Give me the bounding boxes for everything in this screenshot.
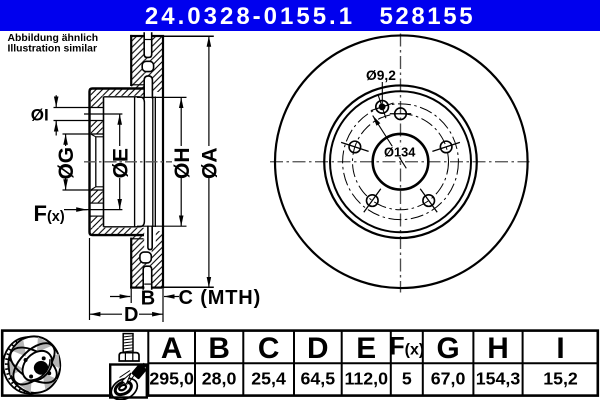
svg-text:ØA: ØA — [199, 147, 222, 179]
svg-text:B: B — [208, 332, 230, 365]
svg-text:28,0: 28,0 — [202, 368, 237, 388]
svg-text:Abbildung ähnlich: Abbildung ähnlich — [8, 33, 99, 44]
svg-text:24.0328-0155.1: 24.0328-0155.1 — [145, 3, 355, 30]
svg-text:E: E — [356, 332, 376, 365]
svg-text:528155: 528155 — [379, 3, 475, 30]
svg-text:64,5: 64,5 — [300, 368, 335, 388]
svg-text:I: I — [556, 332, 564, 365]
svg-text:C: C — [258, 332, 280, 365]
svg-text:A: A — [161, 332, 183, 365]
svg-text:112,0: 112,0 — [344, 368, 388, 388]
svg-text:67,0: 67,0 — [431, 368, 466, 388]
svg-text:15,2: 15,2 — [543, 368, 578, 388]
svg-text:C (MTH): C (MTH) — [179, 287, 262, 309]
svg-text:ØI: ØI — [31, 106, 49, 125]
svg-text:154,3: 154,3 — [476, 368, 521, 388]
svg-text:Ø134: Ø134 — [384, 144, 416, 159]
svg-text:ØH: ØH — [171, 147, 194, 179]
svg-text:D: D — [124, 304, 138, 326]
svg-text:ØG: ØG — [55, 147, 78, 180]
svg-text:G: G — [437, 332, 460, 365]
svg-text:Illustration similar: Illustration similar — [8, 44, 98, 55]
svg-text:ØE: ØE — [109, 148, 132, 178]
svg-text:B: B — [141, 287, 155, 309]
svg-text:H: H — [487, 332, 509, 365]
svg-text:295,0: 295,0 — [149, 368, 194, 388]
svg-text:25,4: 25,4 — [251, 368, 286, 388]
svg-text:Ø9,2: Ø9,2 — [366, 68, 396, 83]
svg-text:5: 5 — [402, 368, 412, 388]
svg-text:D: D — [307, 332, 329, 365]
